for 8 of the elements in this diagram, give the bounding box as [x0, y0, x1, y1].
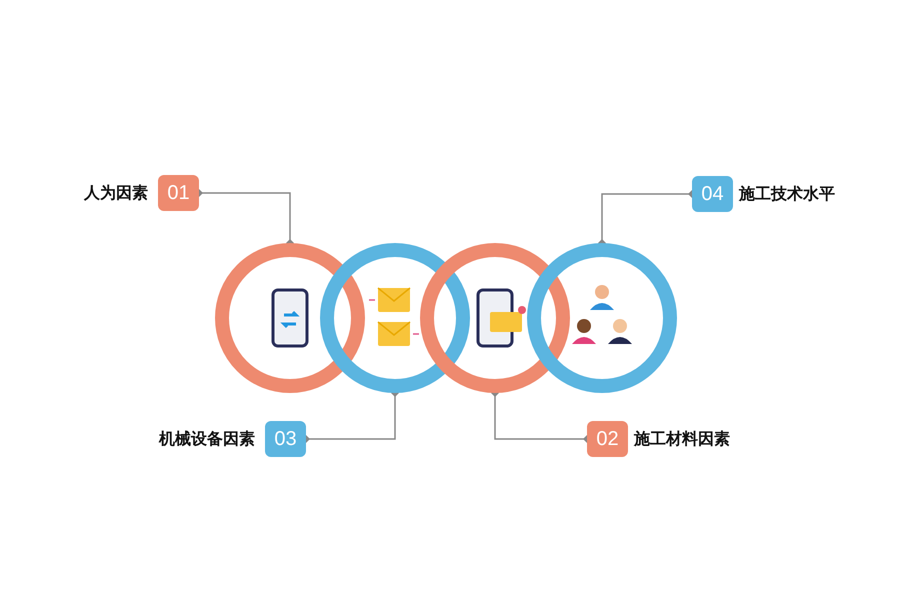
number-badge: 02	[587, 421, 628, 457]
factor-label: 施工技术水平	[739, 184, 835, 204]
factor-label: 机械设备因素	[159, 429, 255, 449]
factor-label: 施工材料因素	[634, 429, 730, 449]
number-badge: 04	[692, 176, 733, 212]
number-badge: 01	[158, 175, 199, 211]
number-badge: 03	[265, 421, 306, 457]
factor-label: 人为因素	[84, 183, 148, 203]
